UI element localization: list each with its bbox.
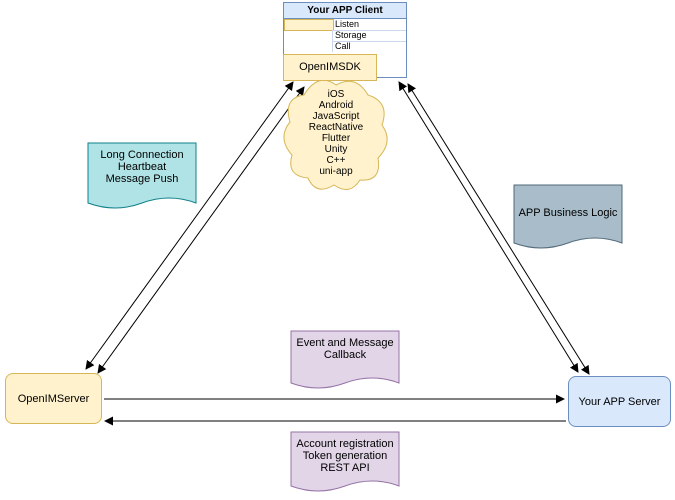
client-row-listen: Listen: [332, 19, 406, 31]
platform-reactnative: ReactNative: [308, 122, 364, 133]
note-long-connection-label: Long Connection Heartbeat Message Push: [88, 149, 196, 185]
note-business-logic-label: APP Business Logic: [514, 207, 622, 219]
app-server-node: Your APP Server: [568, 376, 671, 427]
app-client-node: Your APP Client Listen Storage Call Open…: [283, 2, 407, 81]
edge-openim-client-1: [85, 81, 294, 370]
platform-cloud-label: iOS Android JavaScript ReactNative Flutt…: [291, 89, 381, 177]
note-account-api-label: Account registration Token generation RE…: [291, 438, 399, 474]
note-line: REST API: [320, 462, 370, 474]
openim-server-node: OpenIMServer: [5, 373, 102, 424]
edge-client-appserver-2: [407, 83, 590, 375]
client-row-storage: Storage: [332, 30, 406, 42]
client-empty-cell: [284, 19, 334, 31]
client-column-divider: [332, 19, 333, 52]
platform-unity: Unity: [324, 144, 348, 155]
note-line: Event and Message: [296, 337, 394, 349]
note-line: Token generation: [302, 450, 388, 462]
note-account-api-shape: [290, 431, 400, 492]
platform-javascript: JavaScript: [312, 111, 360, 122]
platform-cpp: C++: [326, 155, 346, 166]
note-business-logic-shape: [513, 184, 623, 249]
note-line: APP Business Logic: [518, 207, 618, 219]
app-client-title: Your APP Client: [284, 3, 406, 19]
note-line: Account registration: [296, 438, 394, 450]
note-long-connection-shape: [87, 142, 197, 209]
platform-android: Android: [318, 100, 354, 111]
edge-openim-client-2: [97, 86, 305, 374]
platform-cloud-shape: [284, 80, 387, 189]
client-row-call: Call: [335, 41, 351, 51]
platform-ios: iOS: [327, 89, 345, 100]
note-line: Heartbeat: [117, 161, 167, 173]
note-event-callback-label: Event and Message Callback: [291, 337, 399, 361]
openimsdk-box: OpenIMSDK: [283, 54, 377, 81]
note-line: Callback: [323, 349, 367, 361]
note-line: Long Connection: [100, 149, 184, 161]
platform-flutter: Flutter: [321, 133, 351, 144]
note-line: Message Push: [105, 173, 179, 185]
platform-uniapp: uni-app: [319, 166, 353, 177]
note-event-callback-shape: [290, 330, 400, 389]
